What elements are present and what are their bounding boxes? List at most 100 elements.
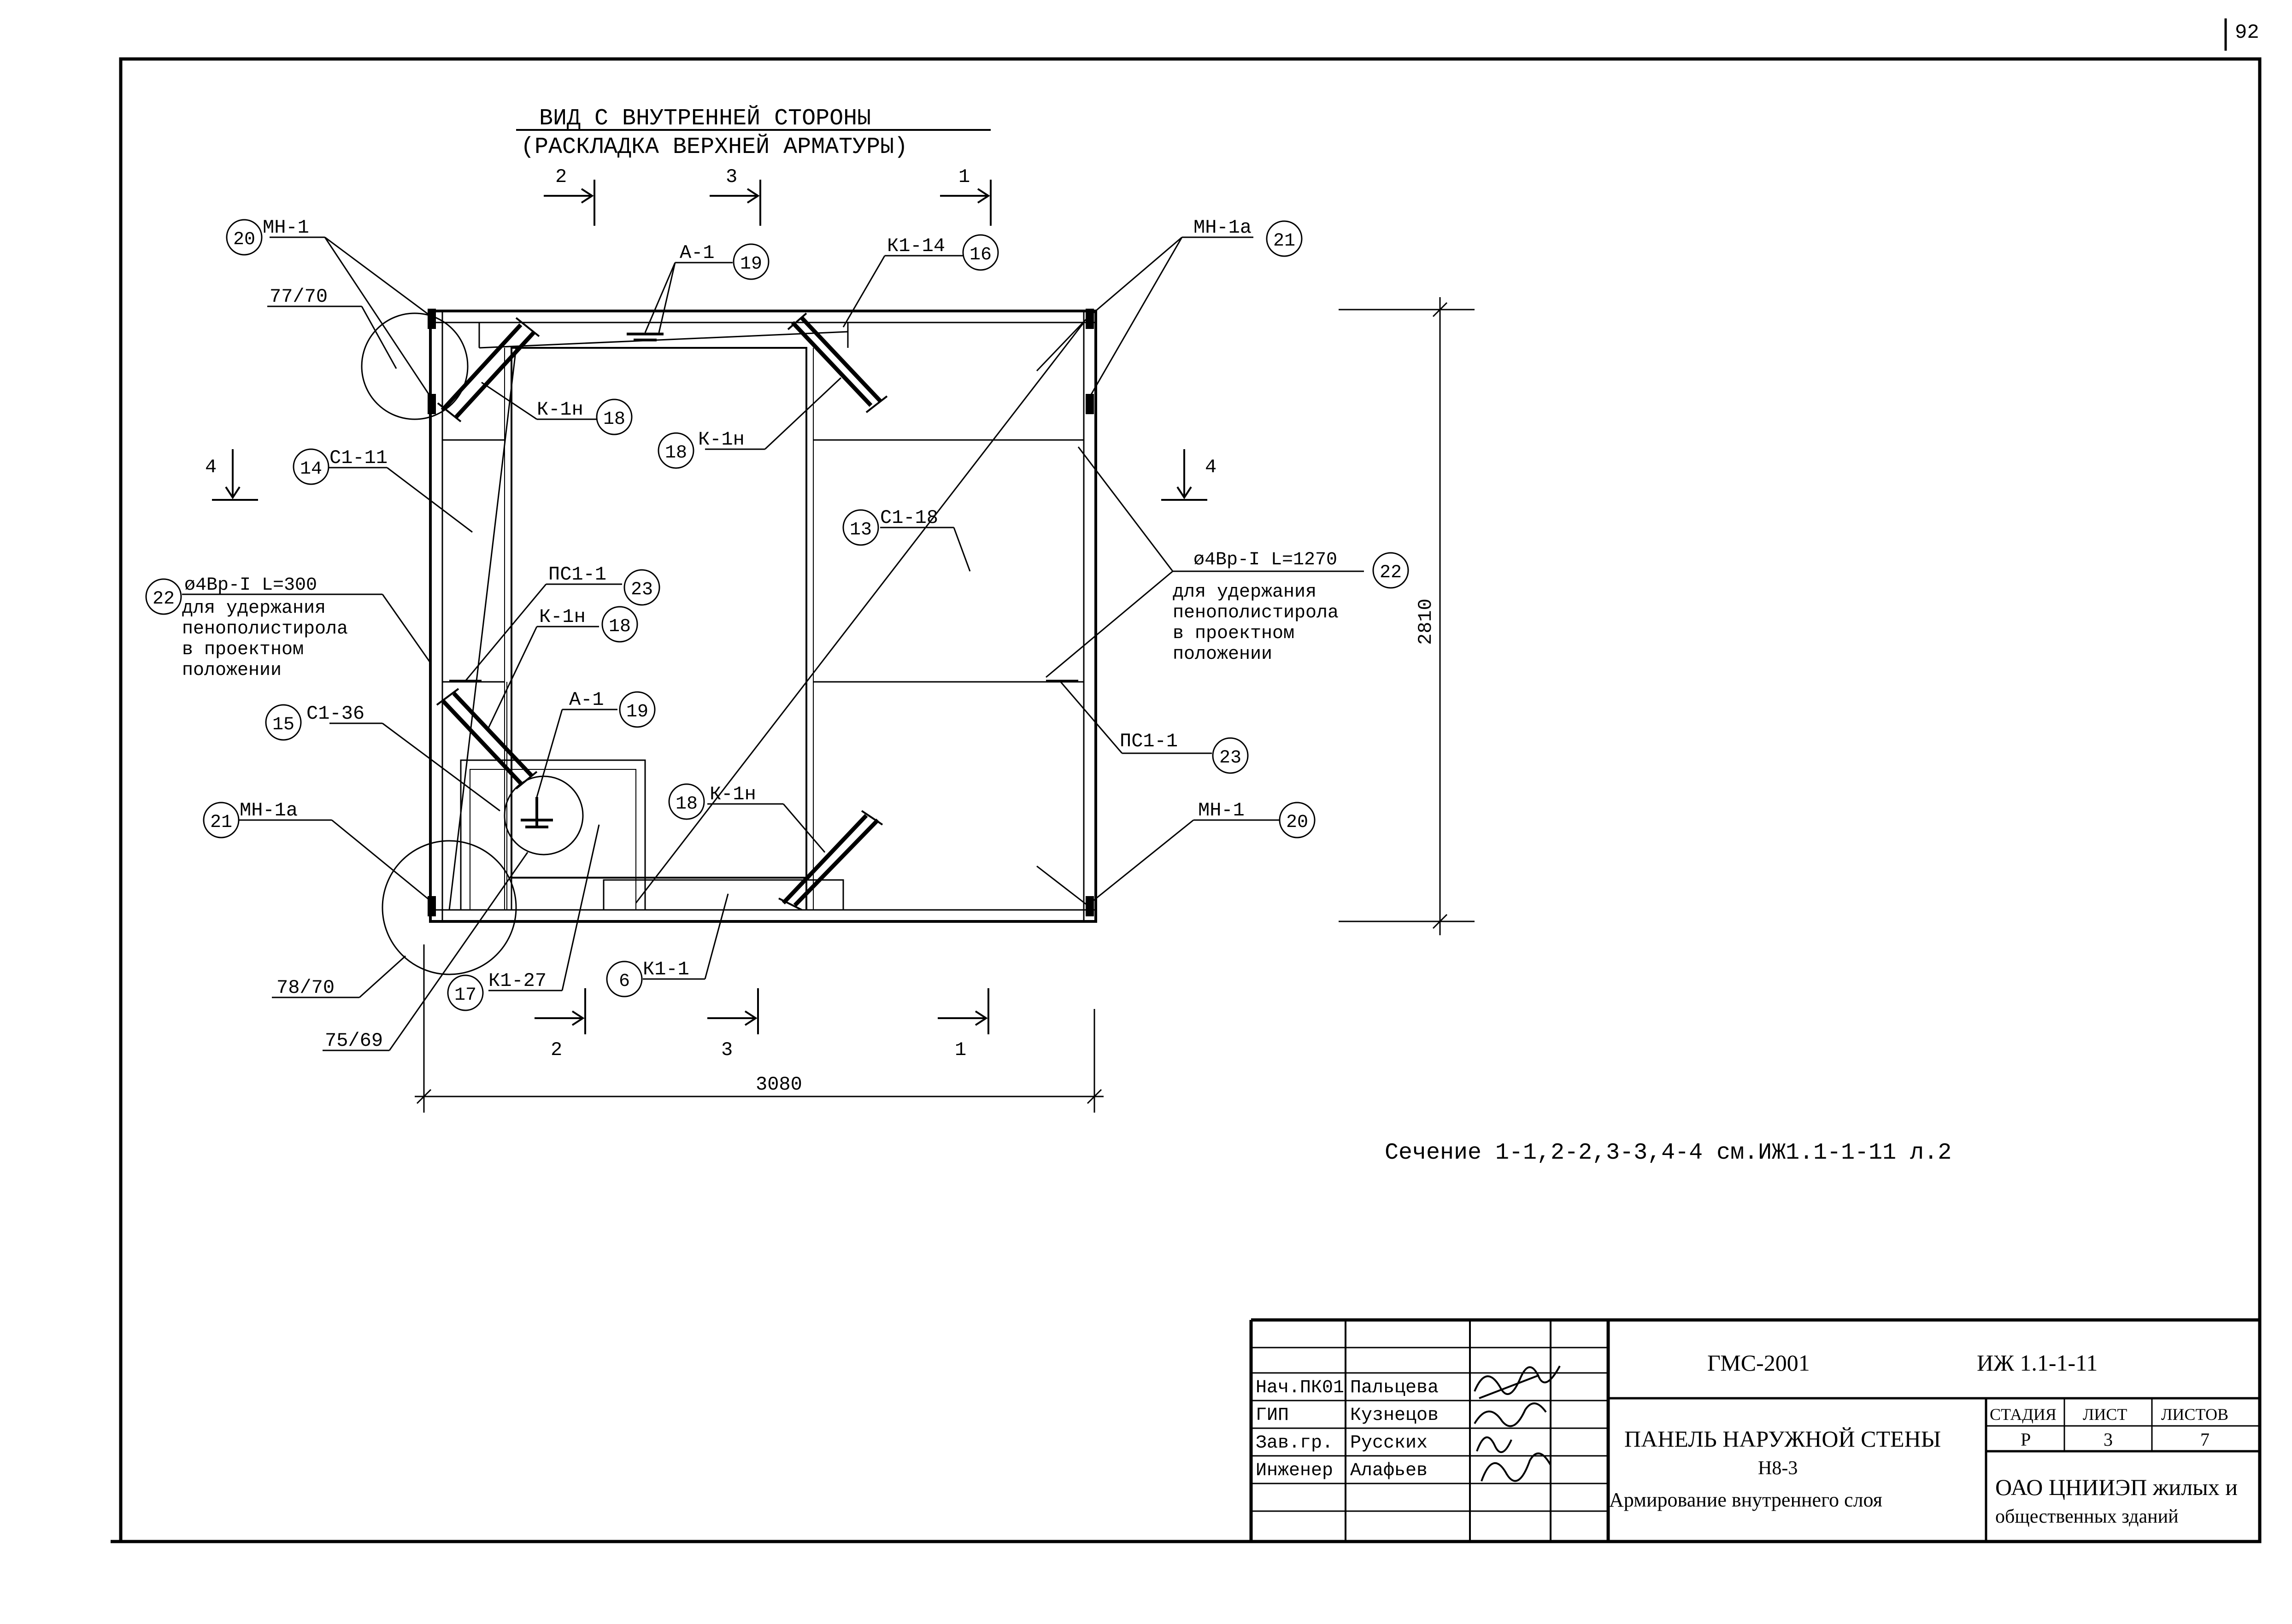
callout-label-pc11-right: ПС1-1 [1120,730,1178,752]
tb-stage-header: СТАДИЯ [1990,1405,2057,1424]
callout-num-a1-bottom: 19 [626,702,648,722]
section-label-4-left: 4 [205,456,217,478]
callout-label-k11: К1-1 [643,958,689,980]
callout-num-k127: 17 [454,985,476,1006]
callout-label-a1-top: А-1 [680,242,715,264]
section-label-4-right: 4 [1205,456,1217,478]
dimension-height: 2810 [1415,598,1437,645]
tb-name-2: Кузнецов [1350,1405,1439,1426]
tb-role-1: Нач.ПК01 [1256,1378,1344,1398]
callout-label-mn1-top: МН-1 [263,217,309,239]
callout-label-k1n-c: К-1н [539,606,586,628]
section-label-2-bottom: 2 [551,1039,562,1061]
node-circle-bottom-left [382,840,517,975]
node-circle-anchor [504,775,584,856]
callout-label-k1n-d: К-1н [710,783,756,805]
tb-role-4: Инженер [1256,1460,1333,1481]
callout-label-mn1a-top: МН-1а [1193,217,1252,239]
callout-label-7569: 75/69 [325,1030,383,1052]
callout-label-7770: 77/70 [270,286,328,308]
tb-role-3: Зав.гр. [1256,1433,1333,1454]
tb-sheet: 3 [2104,1429,2113,1450]
section-label-1-top: 1 [958,166,970,188]
wire-right-note-2: пенополистирола [1173,603,1339,623]
wire-left-note-2: пенополистирола [182,619,348,639]
callout-num-k114: 16 [970,245,992,265]
tb-product-title: ПАНЕЛЬ НАРУЖНОЙ СТЕНЫ [1624,1426,1941,1452]
signatures [1474,1366,1561,1482]
callout-num-c136: 15 [272,715,294,735]
wire-right-note-1: для удержания [1173,582,1316,603]
callout-label-k1n-b: К-1н [698,428,745,451]
wire-left-note-4: положении [182,660,282,681]
section-label-1-bottom: 1 [955,1039,966,1061]
tb-sheets: 7 [2200,1429,2210,1450]
panel-outline [429,310,1097,923]
tb-org-code: ГМС-2001 [1707,1350,1810,1376]
callout-num-wire-right: 22 [1380,563,1402,583]
tb-sheets-header: ЛИСТОВ [2161,1405,2228,1424]
callout-num-k1n-c: 18 [609,616,631,637]
embedded-plates [428,309,1094,916]
wire-right-note-4: положении [1173,644,1272,665]
tb-stage: Р [2021,1429,2031,1450]
callout-label-7870: 78/70 [276,977,335,999]
callout-label-c111: С1-11 [329,447,388,469]
view-subtitle: (РАСКЛАДКА ВЕРХНЕЙ АРМАТУРЫ) [521,134,908,160]
section-label-3-bottom: 3 [721,1039,733,1061]
callout-num-mn1a-top: 21 [1273,231,1295,252]
section-note: Сечение 1-1,2-2,3-3,4-4 см.ИЖ1.1-1-11 л.… [1385,1140,1951,1166]
tb-role-2: ГИП [1256,1405,1289,1426]
callout-num-mn1-top: 20 [233,229,255,250]
callout-num-mn1-bottom: 20 [1286,812,1308,833]
tb-company-line-2: общественных зданий [1995,1506,2179,1527]
title-block [1249,1318,2260,1542]
tb-name-3: Русских [1350,1433,1428,1454]
callout-num-pc11-left: 23 [631,580,653,600]
callout-label-mn1-bottom: МН-1 [1198,799,1245,821]
callout-num-c118: 13 [850,520,872,540]
callout-label-mn1a-bottom: МН-1а [240,799,298,821]
tb-name-4: Алафьев [1350,1460,1428,1481]
callout-num-k1n-b: 18 [665,443,687,463]
callout-num-pc11-right: 23 [1219,748,1241,768]
leader-lines [182,236,1364,1051]
drawing-frame [119,57,2262,1543]
section-markers [212,180,1207,1034]
callout-label-k114: К1-14 [887,235,945,257]
wire-right-note-3: в проектном [1173,623,1294,644]
dimension-lines [415,297,1475,1113]
callout-label-pc11-left: ПС1-1 [548,563,606,586]
rebar-frames [441,316,882,907]
callout-num-a1-top: 19 [740,254,762,275]
callout-num-c111: 14 [300,459,322,480]
node-circle-top-left [361,312,469,420]
callout-num-wire-left: 22 [153,589,175,610]
view-title: ВИД С ВНУТРЕННЕЙ СТОРОНЫ [539,105,871,132]
tb-sheet-subject: Армирование внутреннего слоя [1609,1489,1882,1511]
callout-label-a1-bottom: А-1 [569,689,604,711]
callout-label-c136: С1-36 [306,703,364,725]
wire-left-note-3: в проектном [182,639,304,660]
tb-company-line-1: ОАО ЦНИИЭП жилых и [1995,1474,2238,1500]
anchors [521,333,664,828]
callout-label-k1n-a: К-1н [537,399,583,421]
page-number: 92 [2235,21,2259,44]
section-label-3-top: 3 [726,166,737,188]
callout-circles [145,219,1409,1011]
callout-num-k1n-d: 18 [676,794,698,815]
callout-num-k1n-a: 18 [603,409,625,430]
dimension-width: 3080 [756,1073,802,1096]
section-label-2-top: 2 [555,166,567,188]
tb-doc-code: ИЖ 1.1-1-11 [1977,1350,2098,1376]
wire-left-note-1: для удержания [182,598,326,619]
tb-product-mark: Н8-3 [1758,1458,1798,1479]
tb-sheet-header: ЛИСТ [2083,1405,2127,1424]
wire-left-label: ø4Вр-I L=300 [184,575,317,596]
callout-label-k127: К1-27 [488,970,547,992]
tb-name-1: Пальцева [1350,1378,1439,1398]
callout-num-mn1a-bottom: 21 [210,812,232,833]
wire-right-label: ø4Вр-I L=1270 [1193,550,1337,570]
callout-label-c118: С1-18 [880,507,938,529]
